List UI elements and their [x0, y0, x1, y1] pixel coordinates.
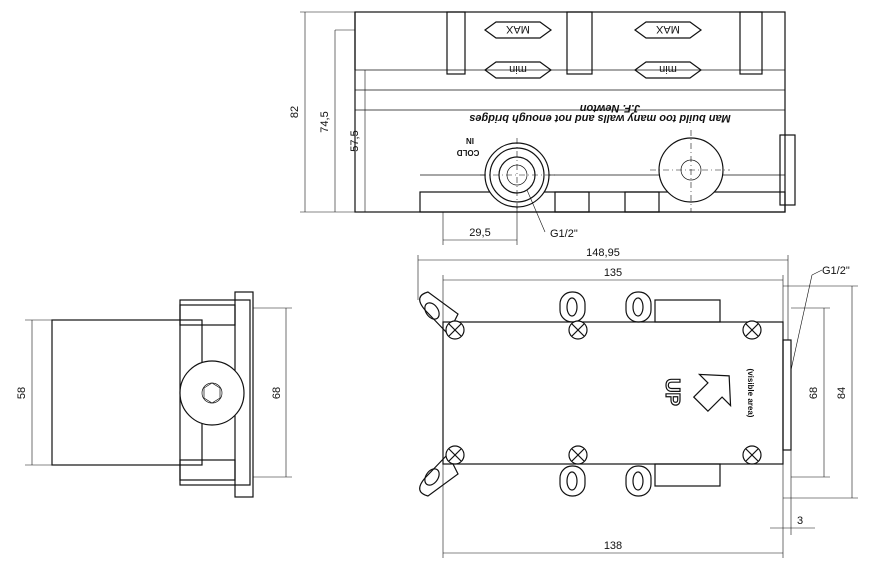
front-lug-top-mid	[559, 291, 586, 323]
top-view-right-outlet	[779, 134, 796, 206]
front-lug-bottom-mid	[559, 465, 586, 497]
front-lug-top-left	[419, 291, 459, 336]
dim-138: 138	[604, 540, 622, 552]
front-view: UP (visible area) 148,95 135 138 3 68 84…	[417, 247, 858, 558]
top-view-thread-label: G1/2"	[550, 228, 578, 240]
top-view-motto: Man build too many walls and not enough …	[469, 112, 731, 124]
up-label: UP	[661, 378, 683, 406]
top-view-post-2	[566, 11, 593, 75]
top-view-post-3	[739, 11, 763, 75]
max-tag-right: MAX	[633, 21, 703, 39]
screw-6	[742, 445, 762, 465]
top-view: MAX MAX min min J.F. Newton Man build to…	[289, 11, 796, 245]
dim-68: 68	[271, 387, 283, 399]
front-view-body	[442, 321, 784, 465]
screw-2	[568, 320, 588, 340]
side-view-inlet	[179, 360, 245, 426]
min-tag-left: min	[483, 61, 553, 79]
min-tag-right: min	[633, 61, 703, 79]
top-view-inlet-left	[480, 138, 555, 212]
front-view-outlet	[782, 339, 792, 451]
screw-3	[742, 320, 762, 340]
side-view: 58 68	[16, 291, 292, 498]
front-lug-bottom-left	[419, 452, 459, 497]
dim-3: 3	[797, 515, 803, 527]
dim-82: 82	[289, 106, 301, 118]
cold-in-label-1: IN	[466, 136, 474, 145]
dim-57-5: 57,5	[349, 130, 361, 151]
dim-68-front: 68	[808, 387, 820, 399]
dim-148-95: 148,95	[586, 247, 620, 259]
svg-text:MAX: MAX	[505, 23, 530, 35]
svg-text:min: min	[509, 63, 527, 75]
svg-text:MAX: MAX	[655, 23, 680, 35]
dim-84: 84	[836, 387, 848, 399]
dim-29-5: 29,5	[469, 227, 490, 239]
screw-1	[445, 320, 465, 340]
top-view-author: J.F. Newton	[579, 102, 640, 114]
max-tag-left: MAX	[483, 21, 553, 39]
top-view-inlet-right	[650, 130, 730, 212]
up-arrow-icon	[692, 373, 732, 413]
svg-text:min: min	[659, 63, 677, 75]
dim-58: 58	[16, 387, 28, 399]
top-view-post-1	[446, 11, 466, 75]
front-lug-top-right	[625, 291, 652, 323]
dim-135: 135	[604, 267, 622, 279]
screw-5	[568, 445, 588, 465]
dim-74-5: 74,5	[319, 111, 331, 132]
front-lug-bottom-right	[625, 465, 652, 497]
front-view-note: (visible area)	[746, 369, 755, 418]
front-view-thread-label: G1/2"	[822, 265, 850, 277]
screw-4	[445, 445, 465, 465]
cold-in-label-2: COLD	[456, 148, 479, 157]
